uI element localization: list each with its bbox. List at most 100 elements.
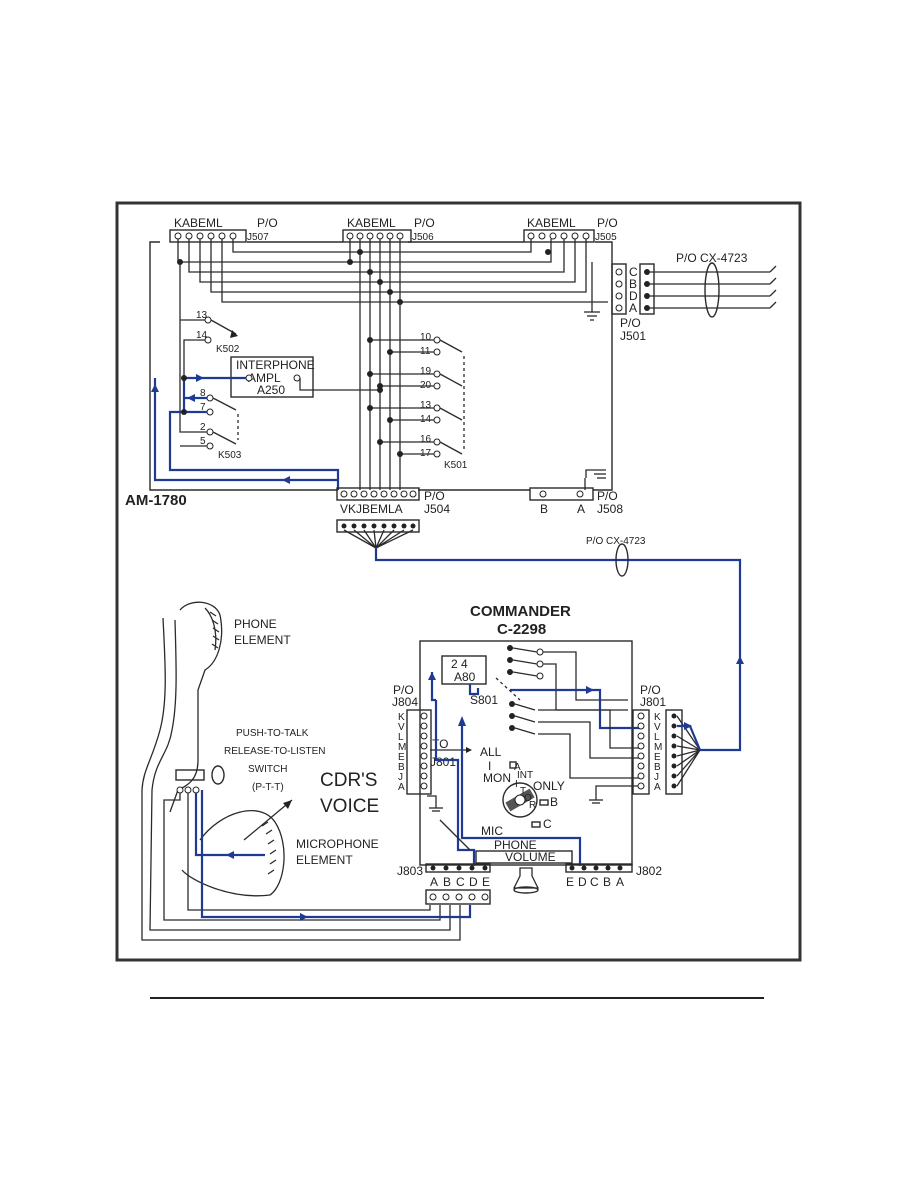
j803-pin-e: E [482,875,490,889]
amp-label-3: A250 [257,383,285,397]
k501-pin-10: 10 [420,332,432,343]
connector-j504: VKJBEMLA P/O J504 P/O CX-4723 [336,487,744,752]
j801-po: P/O [640,683,661,697]
j501-id: J501 [620,329,646,343]
connector-j506: KABEML P/O J506 [342,216,435,243]
j505-po: P/O [597,216,618,230]
switch-i: I [488,759,491,773]
mic-element-label-1: MICROPHONE [296,837,379,851]
k502-pin-13: 13 [196,310,208,321]
j801-pin-l: L [654,732,660,743]
phone-volume-control: MIC PHONE VOLUME [434,700,582,894]
j507-id: J507 [247,232,269,243]
a80-and-s801: 2 4 A80 S801 [428,645,640,779]
am1780-signal-path [151,374,340,490]
j501-pin-a: A [629,301,637,315]
phone-element-label-1: PHONE [234,617,277,631]
connector-j802: E D C B A J802 [565,863,662,889]
cx4723-mid-label: P/O CX-4723 [586,536,646,547]
commander-box [419,640,633,866]
j508-pin-b: B [540,502,548,516]
switch-a-top: A [514,762,521,773]
j508-id: J508 [597,502,623,516]
j804-po: P/O [393,683,414,697]
to-label: TO [432,737,448,751]
mic-element-label-2: ELEMENT [296,853,353,867]
commander-title-1: COMMANDER [470,603,571,620]
relay-k503: 8 7 2 5 K503 [179,330,242,461]
connector-j804: P/O J804 K V L M E B J A TO J801 [392,683,472,812]
commander-title-2: C-2298 [497,621,546,638]
mode-selector-switch: ALL I A INT MON ONLY I T O R B C [480,745,565,831]
switch-b: B [550,795,558,809]
j506-po: P/O [414,216,435,230]
connector-j505: KABEML P/O J505 [523,216,618,243]
ptt-label-1: PUSH-TO-TALK [236,728,309,739]
cx4723-top-label: P/O CX-4723 [676,251,748,265]
ptt-button [211,765,225,785]
j804-pin-b: B [398,762,405,773]
relay-k502: 13 14 K502 [180,310,240,378]
mic-label: MIC [481,824,503,838]
j802-pin-e: E [566,875,574,889]
j507-pin-letters: KABEML [174,216,223,230]
j802-id: J802 [636,864,662,878]
handset: PHONE ELEMENT PUSH-TO-TALK RELEASE-TO-LI… [141,601,472,941]
amp-label-1: INTERPHONE [236,358,315,372]
ptt-label-3: SWITCH [248,764,287,775]
am1780-bus-wires [177,239,608,490]
j804-id: J804 [392,695,418,709]
j804-pin-l: L [398,732,404,743]
j801-pin-j: J [654,772,659,783]
j803-pin-a: A [430,875,438,889]
footer-rule [150,997,764,999]
diagram-frame [115,201,802,962]
commander-c2298-unit: COMMANDER C-2298 P/O J804 K V L M E B J … [392,603,702,905]
j801-pin-k: K [654,712,661,723]
k501-pin-13: 13 [420,400,432,411]
connector-j803: J803 A B C D E [397,863,491,905]
ptt-label-4: (P-T-T) [252,782,284,793]
j802-pin-c: C [590,875,599,889]
amp-label-2: AMPL [248,371,281,385]
j508-po: P/O [597,489,618,503]
switch-only: ONLY [533,779,565,793]
ptt-label-2: RELEASE-TO-LISTEN [224,746,326,757]
connector-j501: C B D A P/O J501 P/O CX-4723 [611,251,777,343]
switch-all: ALL [480,745,502,759]
k503-pin-5: 5 [200,436,206,447]
ground-am1780 [585,469,606,478]
j802-pin-b: B [603,875,611,889]
k503-label: K503 [218,450,242,461]
switch-t: T [520,786,526,797]
voice-arrow [243,799,293,841]
j804-pin-j: J [398,772,403,783]
j801-pin-b: B [654,762,661,773]
connector-j507: KABEML P/O J507 [169,216,278,243]
j802-pin-d: D [578,875,587,889]
connector-j801: P/O J801 K V L M E B J A [589,683,702,804]
j803-pin-c: C [456,875,465,889]
k503-pin-8: 8 [200,388,206,399]
j802-pin-a: A [616,875,624,889]
cdr-voice-label-1: CDR'S [320,770,377,791]
j803-pin-d: D [469,875,478,889]
am1780-outline-left [149,241,338,491]
s801-label: S801 [470,693,498,707]
k503-pin-7: 7 [200,402,206,413]
k503-pin-2: 2 [200,422,206,433]
to-j801-label: J801 [430,755,456,769]
j501-pin-d: D [629,289,638,303]
connector-j508: B A P/O J508 [529,487,623,516]
relay-k501: 10 11 19 20 13 14 16 17 K501 [367,332,468,471]
j501-pin-c: C [629,265,638,279]
k501-pin-16: 16 [420,434,432,445]
j505-id: J505 [595,232,617,243]
j804-pin-e: E [398,752,405,763]
j506-id: J506 [412,232,434,243]
am1780-unit: AM-1780 KABEML P/O J507 KABEML P/O J506 … [125,216,777,752]
j504-id: J504 [424,502,450,516]
j803-pin-b: B [443,875,451,889]
k502-pin-14: 14 [196,330,208,341]
phone-label: PHONE [494,838,537,852]
